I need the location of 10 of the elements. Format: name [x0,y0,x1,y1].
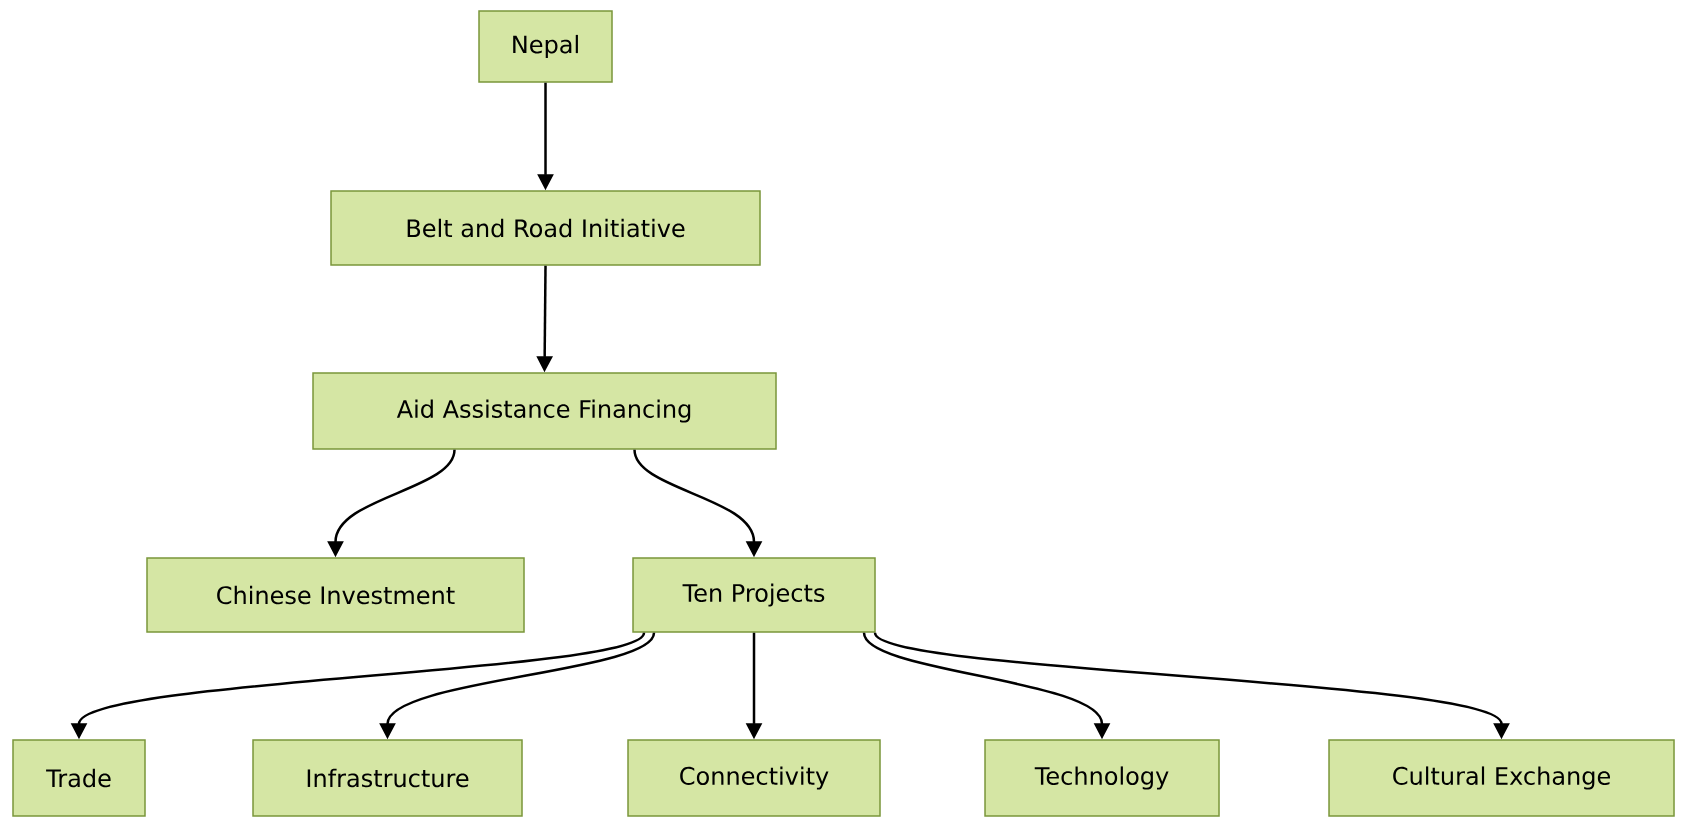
process-box: Connectivity [627,739,881,817]
process-box: Aid Assistance Financing [312,372,777,450]
process-box: Ten Projects [632,557,876,633]
process-box: Infrastructure [252,739,523,817]
process-box: Nepal [478,10,613,83]
process-box: Trade [12,739,146,817]
process-box: Technology [984,739,1220,817]
process-box: Cultural Exchange [1328,739,1675,817]
process-box: Belt and Road Initiative [330,190,761,266]
process-box: Chinese Investment [146,557,525,633]
